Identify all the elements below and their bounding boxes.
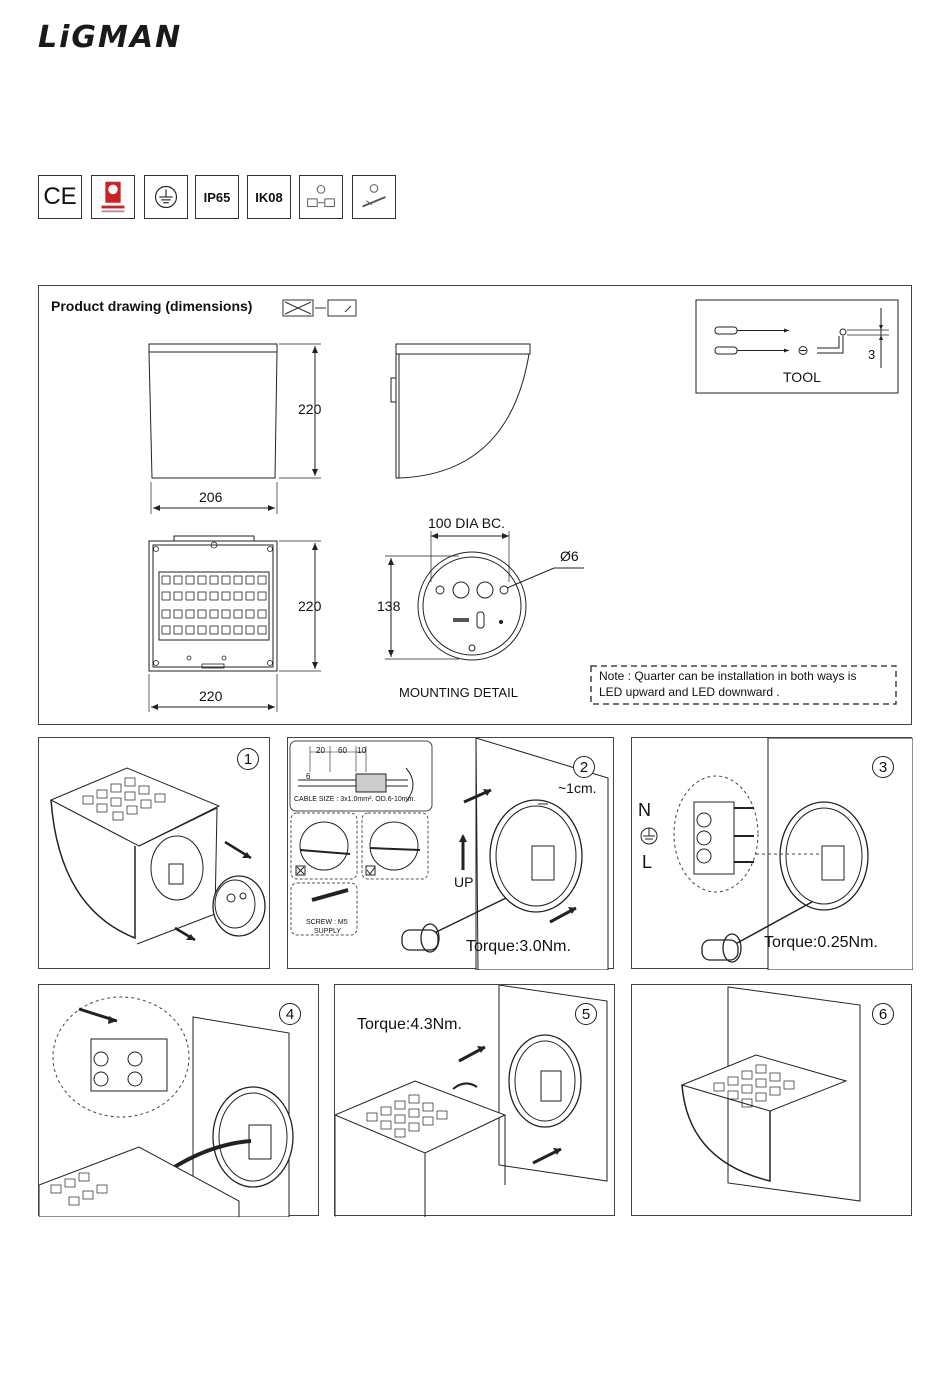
tool-label: TOOL: [783, 369, 821, 385]
step-6-panel: 6: [631, 984, 912, 1216]
gap-label: ~1cm.: [558, 780, 597, 796]
strip-dim-2: 60: [338, 746, 347, 755]
step-2-number: 2: [573, 756, 595, 778]
step-5-illustration: [335, 985, 608, 1217]
torque-label-5: Torque:4.3Nm.: [357, 1016, 462, 1033]
screw-label: SCREW : M5: [306, 919, 348, 926]
neutral-label: N: [638, 800, 651, 820]
step-1-illustration: [49, 767, 266, 945]
brand-logo: LiGMAN: [38, 20, 183, 55]
step-6-illustration: [680, 986, 861, 1202]
drawing-title: Product drawing (dimensions): [51, 298, 253, 314]
step-3-panel: N L Torque:0.25Nm. 3: [631, 737, 913, 970]
live-label: L: [642, 852, 653, 872]
mount-hole-label: Ø6: [560, 548, 579, 564]
product-drawing-panel: Product drawing (dimensions) 220 206 220…: [38, 285, 912, 725]
up-label: UP: [454, 874, 474, 890]
tool-size-label: 3: [868, 347, 876, 362]
top-width-label: 220: [199, 688, 223, 704]
strip-dim-3: 10: [357, 746, 366, 755]
step-4-panel: 4: [38, 984, 319, 1217]
step-5-number: 5: [575, 1003, 597, 1025]
technical-drawing: [148, 299, 899, 712]
step-4-number: 4: [279, 1003, 301, 1025]
step-2-illustration: [289, 738, 609, 970]
step-4-illustration: [39, 996, 294, 1217]
cable-size-label: CABLE SIZE : 3x1.0mm². OD.6-10mm.: [294, 796, 416, 803]
strip-dim-4: 6: [306, 772, 311, 781]
step-1-number: 1: [237, 748, 259, 770]
ip-rating-icon: IP65: [195, 175, 239, 219]
quality-badge-icon: [91, 175, 135, 219]
step-2-panel: 20 60 10 6 CABLE SIZE : 3x1.0mm². OD.6-1…: [287, 737, 614, 970]
top-height-label: 220: [298, 598, 322, 614]
note-line-2: LED upward and LED downward .: [599, 685, 780, 699]
step-1-panel: 1: [38, 737, 270, 969]
strip-dim-1: 20: [316, 746, 325, 755]
step-6-number: 6: [872, 1003, 894, 1025]
front-width-label: 206: [199, 489, 223, 505]
torque-label-2: Torque:3.0Nm.: [466, 938, 571, 955]
installation-orientation-icon: [299, 175, 343, 219]
supply-label: SUPPLY: [314, 928, 342, 935]
note-line-1: Note : Quarter can be installation in bo…: [599, 669, 857, 683]
torque-label-3: Torque:0.25Nm.: [764, 934, 878, 951]
step-3-illustration: [640, 738, 913, 970]
ce-mark-icon: CE: [38, 175, 82, 219]
step-3-number: 3: [872, 756, 894, 778]
step-5-panel: Torque:4.3Nm. 5: [334, 984, 615, 1217]
ik-rating-icon: IK08: [247, 175, 291, 219]
mounting-orientation-icon: [352, 175, 396, 219]
ground-symbol-icon: [144, 175, 188, 219]
mount-height-label: 138: [377, 598, 401, 614]
mounting-detail-label: MOUNTING DETAIL: [399, 685, 518, 700]
mount-bc-label: 100 DIA BC.: [428, 515, 506, 531]
front-height-label: 220: [298, 401, 322, 417]
